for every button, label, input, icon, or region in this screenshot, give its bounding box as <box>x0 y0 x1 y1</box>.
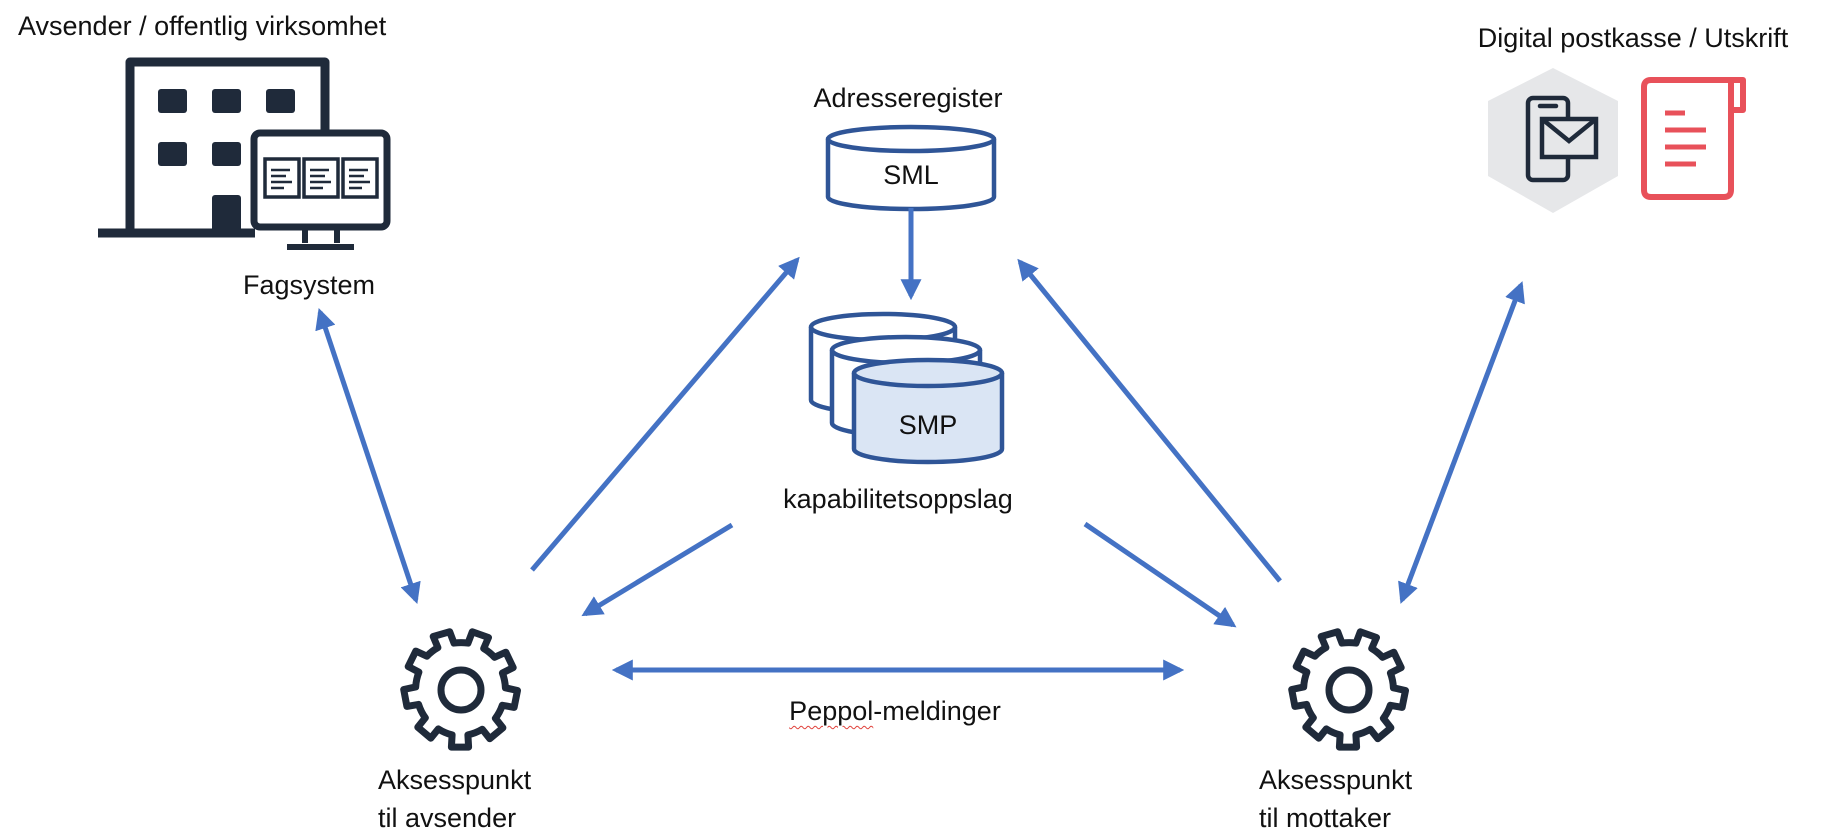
arrow-fagsystem-aksesspunkt <box>315 308 421 604</box>
sender-title: Avsender / offentlig virksomhet <box>18 11 387 41</box>
sml-database-icon <box>825 124 997 212</box>
arrow-mottaker-sml <box>1017 258 1282 583</box>
arrow-postkasse-mottaker <box>1398 281 1525 604</box>
gear-icon <box>1288 628 1409 751</box>
meldinger-word: -meldinger <box>873 696 1001 726</box>
print-document-icon <box>1641 77 1746 200</box>
ap-sender-label-line2: til avsender <box>378 803 517 833</box>
kapabilitetsoppslag-label: kapabilitetsoppslag <box>783 484 1013 514</box>
arrow-smp-mottaker <box>1083 521 1237 628</box>
ap-receiver-label-line2: til mottaker <box>1259 803 1392 833</box>
adresseregister-label: Adresseregister <box>813 83 1003 113</box>
computer-monitor-icon <box>250 129 391 250</box>
sml-label: SML <box>883 160 939 190</box>
peppol-word: Peppol <box>789 696 874 726</box>
ap-sender-label-line1: Aksesspunkt <box>378 765 532 795</box>
peppol-meldinger-label: Peppol-meldinger <box>789 694 1001 728</box>
gear-icon <box>400 628 521 751</box>
arrow-smp-avsender <box>581 522 734 617</box>
fagsystem-label: Fagsystem <box>242 270 376 300</box>
phone-mail-icon <box>1488 68 1618 213</box>
smp-label: SMP <box>899 410 958 440</box>
smp-database-icon <box>808 311 1005 465</box>
office-building-icon <box>98 57 330 238</box>
ap-receiver-label-line1: Aksesspunkt <box>1259 765 1413 795</box>
arrow-avsender-sml <box>530 256 800 572</box>
recipient-title: Digital postkasse / Utskrift <box>1477 23 1789 53</box>
